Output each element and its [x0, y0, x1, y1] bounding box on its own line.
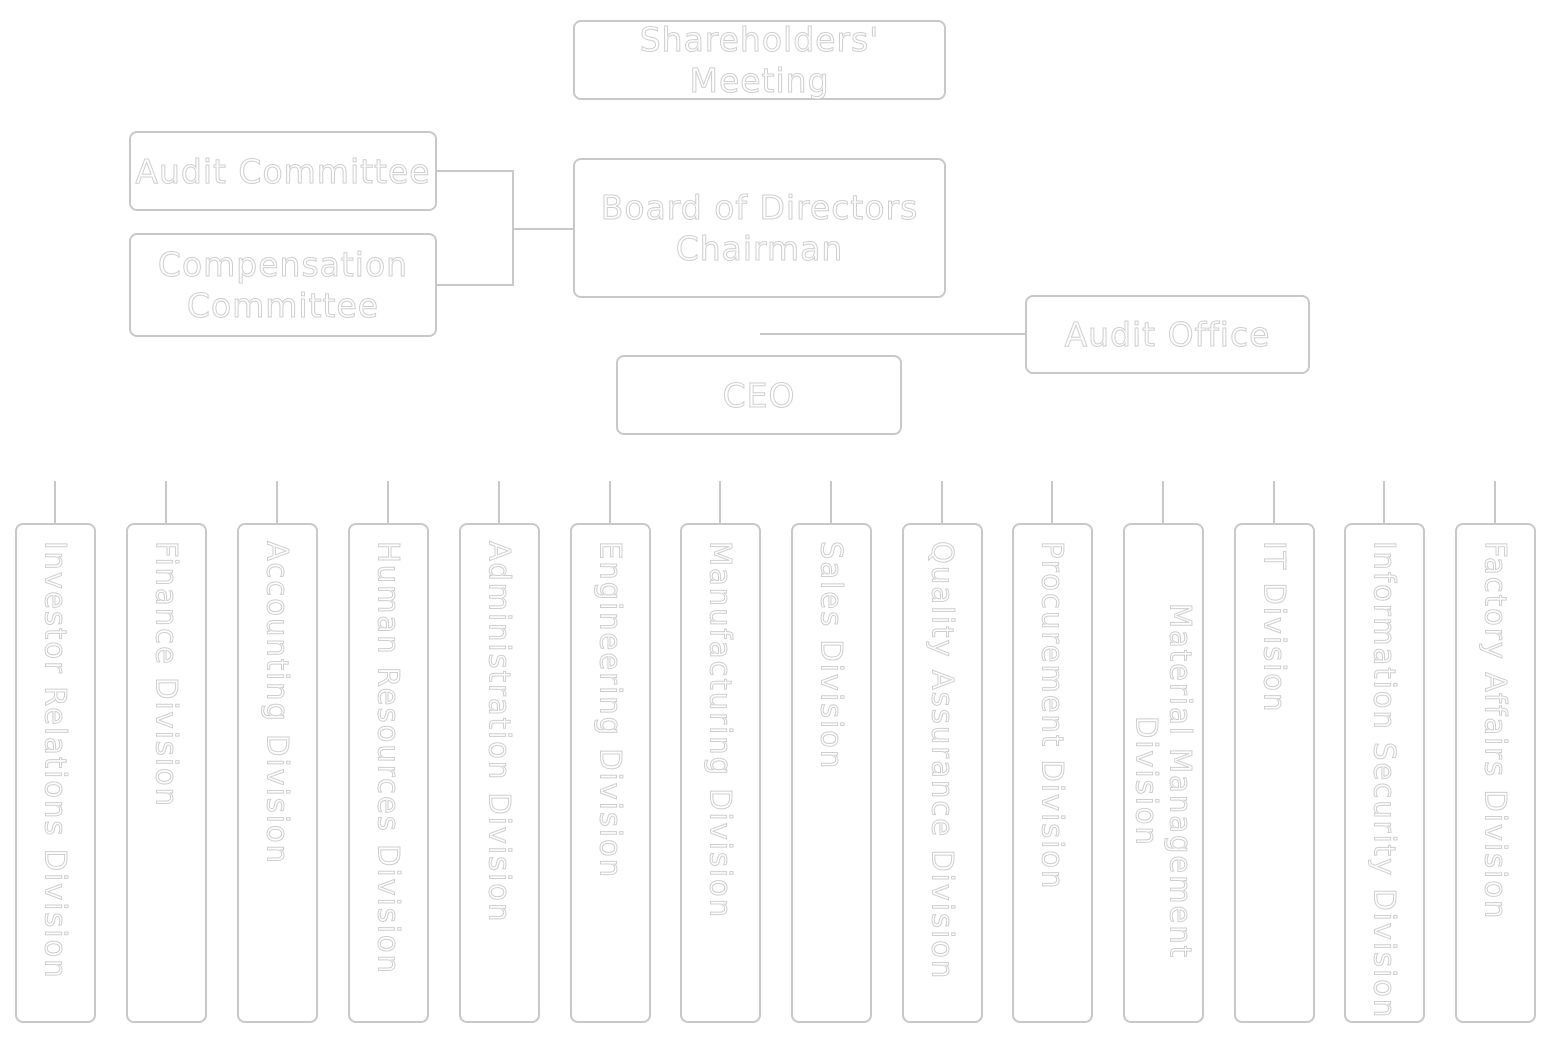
- division-label: Quality Assurance Division: [925, 540, 960, 981]
- division-stub: [941, 481, 943, 524]
- division-label: Procurement Division: [1035, 540, 1070, 891]
- division-box-sales: Sales Division: [791, 523, 872, 1023]
- shareholders-meeting-label: Shareholders' Meeting: [639, 20, 880, 101]
- division-box-procurement: Procurement Division: [1012, 523, 1093, 1023]
- division-stub: [1162, 481, 1164, 524]
- division-box-material-management: Material Management Division: [1123, 523, 1204, 1023]
- division-stub: [165, 481, 167, 524]
- division-box-investor-relations: Investor Relations Division: [15, 523, 96, 1023]
- connector-audit-committee: [437, 170, 513, 172]
- audit-committee-box: Audit Committee: [129, 131, 437, 211]
- chairman-label: Chairman: [675, 229, 844, 269]
- division-label: Administration Division: [482, 540, 517, 924]
- division-box-engineering: Engineering Division: [570, 523, 651, 1023]
- division-stub: [830, 481, 832, 524]
- division-label: Sales Division: [814, 540, 849, 771]
- audit-committee-label: Audit Committee: [135, 151, 431, 191]
- division-label: Accounting Division: [260, 540, 295, 866]
- division-box-administration: Administration Division: [459, 523, 540, 1023]
- audit-office-box: Audit Office: [1025, 295, 1310, 374]
- division-stub: [276, 481, 278, 524]
- ceo-label: CEO: [722, 375, 796, 415]
- compensation-committee-box: Compensation Committee: [129, 233, 437, 337]
- division-label: Material Management Division: [1129, 602, 1198, 960]
- division-label: IT Division: [1257, 540, 1292, 714]
- division-label: Factory Affairs Division: [1478, 540, 1513, 921]
- division-box-quality-assurance: Quality Assurance Division: [902, 523, 983, 1023]
- division-box-it: IT Division: [1234, 523, 1315, 1023]
- ceo-box: CEO: [616, 355, 902, 435]
- division-box-information-security: Information Security Division: [1344, 523, 1425, 1023]
- division-label: Investor Relations Division: [38, 541, 73, 981]
- division-stub: [387, 481, 389, 524]
- audit-office-label: Audit Office: [1064, 315, 1271, 355]
- division-box-human-resources: Human Resources Division: [348, 523, 429, 1023]
- division-stub: [1383, 481, 1385, 524]
- division-stub: [1051, 481, 1053, 524]
- shareholders-meeting-box: Shareholders' Meeting: [573, 20, 946, 101]
- division-box-finance: Finance Division: [126, 523, 207, 1023]
- division-box-manufacturing: Manufacturing Division: [680, 523, 761, 1023]
- division-stub: [609, 481, 611, 524]
- division-box-factory-affairs: Factory Affairs Division: [1455, 523, 1536, 1023]
- division-box-accounting: Accounting Division: [237, 523, 318, 1023]
- division-label: Human Resources Division: [371, 540, 406, 976]
- compensation-committee-label: Compensation Committee: [157, 245, 409, 326]
- division-stub: [719, 481, 721, 524]
- division-label: Finance Division: [149, 540, 184, 809]
- division-stub: [54, 481, 56, 524]
- division-label: Manufacturing Division: [703, 540, 738, 920]
- connector-audit-office: [760, 333, 1026, 335]
- connector-committees-to-board: [512, 228, 574, 230]
- board-of-directors-label: Board of Directors: [600, 188, 919, 228]
- connector-compensation-committee: [437, 284, 513, 286]
- division-stub: [1273, 481, 1275, 524]
- division-label: Information Security Division: [1367, 540, 1402, 1020]
- division-label: Engineering Division: [593, 540, 628, 880]
- division-stub: [1494, 481, 1496, 524]
- division-stub: [498, 481, 500, 524]
- board-of-directors-box: Board of Directors Chairman: [573, 158, 946, 298]
